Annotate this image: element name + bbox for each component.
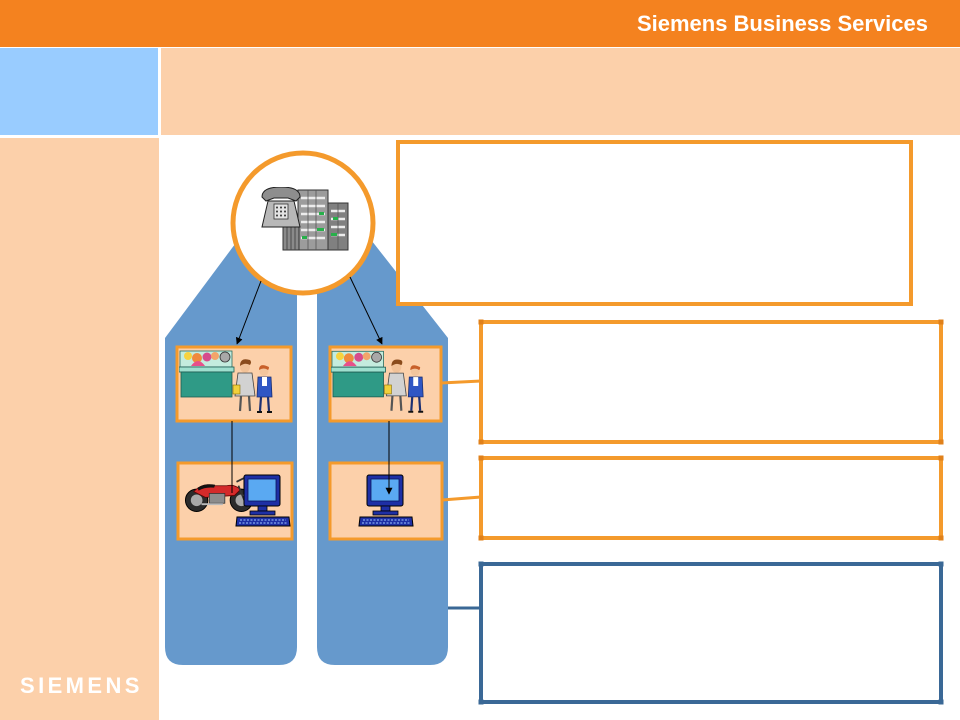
equipment-callout-corner-handles <box>478 455 944 541</box>
arrow-hub-to-left-branch <box>235 280 262 345</box>
connector-counter-to-callout <box>440 379 482 385</box>
column-callout-box <box>479 562 943 704</box>
arrow-hub-to-right-branch <box>349 276 383 345</box>
equipment-callout-box <box>479 456 943 540</box>
corner-handle <box>478 319 484 325</box>
siemens-logo: SIEMENS <box>20 673 143 698</box>
corner-handle <box>478 561 484 567</box>
column-callout-corner-handles <box>478 561 944 705</box>
company-division-label: Siemens Business Services <box>636 11 928 36</box>
corner-accent-block <box>0 48 158 135</box>
service-diagram <box>165 140 944 705</box>
left-branch-column <box>165 232 297 665</box>
corner-handle <box>478 439 484 445</box>
left-sidebar <box>0 138 159 720</box>
corner-handle <box>938 699 944 705</box>
corner-handle <box>478 535 484 541</box>
counter-callout-corner-handles <box>478 319 944 445</box>
hub-callout-box <box>396 140 913 306</box>
corner-handle <box>938 455 944 461</box>
corner-handle <box>478 455 484 461</box>
corner-handle <box>938 535 944 541</box>
right-branch-column <box>317 236 448 665</box>
counter-callout-box <box>479 320 943 444</box>
connector-equipment-to-callout <box>441 495 482 502</box>
corner-handle <box>938 319 944 325</box>
top-header-bar: Siemens Business Services <box>0 0 960 47</box>
title-band <box>161 48 960 135</box>
corner-handle <box>938 439 944 445</box>
corner-handle <box>938 561 944 567</box>
corner-handle <box>478 699 484 705</box>
